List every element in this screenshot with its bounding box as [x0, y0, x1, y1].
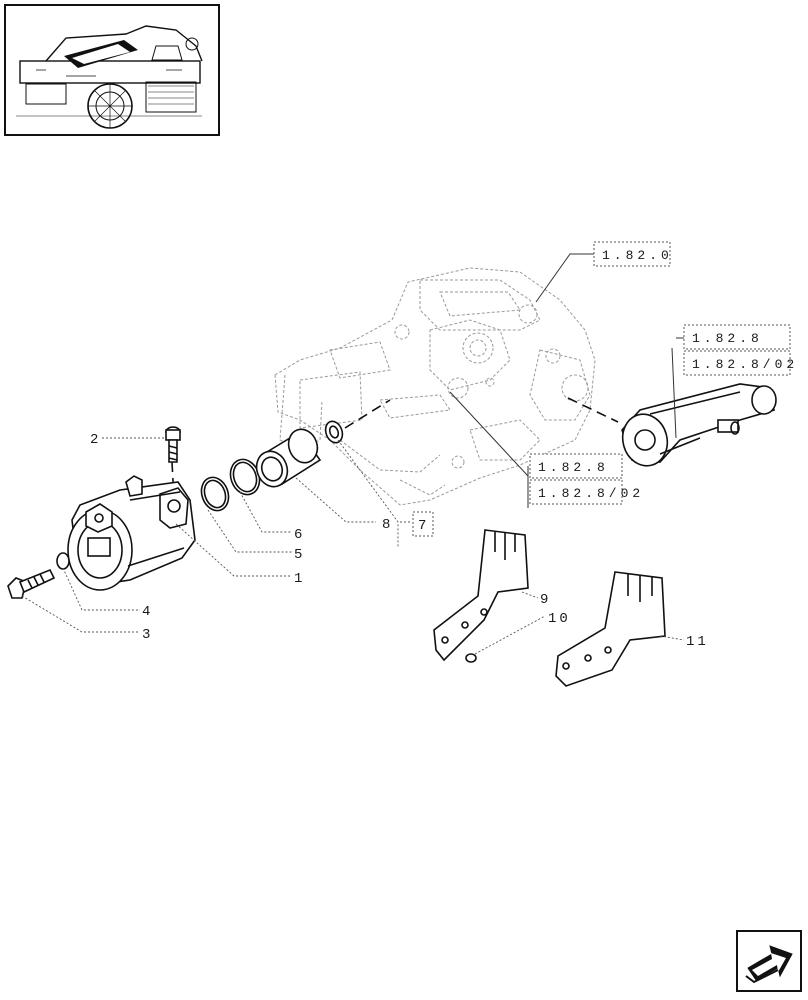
ref-box-right-lower [683, 350, 791, 376]
ref-text-right-lower[interactable]: 1.82.8/02 [692, 357, 798, 372]
leader-ref-right [671, 337, 684, 439]
lift-arm [621, 383, 777, 467]
leader-6 [239, 491, 292, 533]
part-11-bracket [555, 571, 666, 687]
next-page-button[interactable] [736, 930, 802, 992]
leader-7-ring [337, 439, 399, 548]
part-label-8[interactable]: 8 [382, 517, 393, 533]
leader-3 [21, 595, 140, 633]
leader-1 [175, 523, 290, 577]
leader-ref-top [535, 253, 594, 303]
leader-9 [521, 591, 539, 599]
part-label-4[interactable]: 4 [142, 604, 153, 620]
ref-text-right-upper[interactable]: 1.82.8 [692, 331, 763, 346]
leader-11 [659, 635, 685, 641]
leader-10 [474, 615, 546, 655]
part-4-washer [56, 552, 70, 570]
ref-text-top[interactable]: 1.82.0 [602, 248, 673, 263]
ref-text-mid-lower[interactable]: 1.82.8/02 [538, 486, 644, 501]
overview-thumbnail [4, 4, 220, 136]
arrow-next-icon [745, 945, 793, 984]
label-box-7 [412, 511, 434, 537]
axis-line-right [567, 397, 619, 423]
part-10-nut [465, 653, 477, 663]
leader-5 [207, 509, 292, 553]
ref-box-right-upper [683, 324, 791, 350]
part-label-1[interactable]: 1 [294, 571, 305, 587]
leader-ref-mid [449, 391, 529, 508]
part-8-sleeve [255, 428, 322, 488]
leader-8 [295, 477, 376, 523]
part-9-bracket [433, 529, 529, 662]
part-5-o-ring [200, 476, 230, 512]
ref-box-mid-lower [529, 479, 623, 505]
part-label-11[interactable]: 11 [686, 634, 709, 650]
part-label-7[interactable]: 7 [418, 518, 429, 534]
part-1-valve-body [67, 475, 196, 591]
ref-box-mid-upper [529, 453, 623, 479]
axis-line-bolt [171, 461, 175, 501]
ref-box-top [593, 241, 671, 267]
lift-housing-outline [274, 267, 596, 506]
axis-line-left [344, 399, 391, 429]
part-3-screw [7, 568, 56, 599]
part-label-9[interactable]: 9 [540, 592, 551, 608]
tractor-overview-thumbnail [16, 25, 203, 129]
part-label-6[interactable]: 6 [294, 527, 305, 543]
part-label-10[interactable]: 10 [548, 611, 571, 627]
part-label-5[interactable]: 5 [294, 547, 305, 563]
part-label-2[interactable]: 2 [90, 432, 101, 448]
part-label-3[interactable]: 3 [142, 627, 153, 643]
part-2-bolt [165, 426, 181, 463]
ref-text-mid-upper[interactable]: 1.82.8 [538, 460, 609, 475]
part-8-ring [324, 420, 344, 444]
leader-4 [62, 567, 140, 611]
